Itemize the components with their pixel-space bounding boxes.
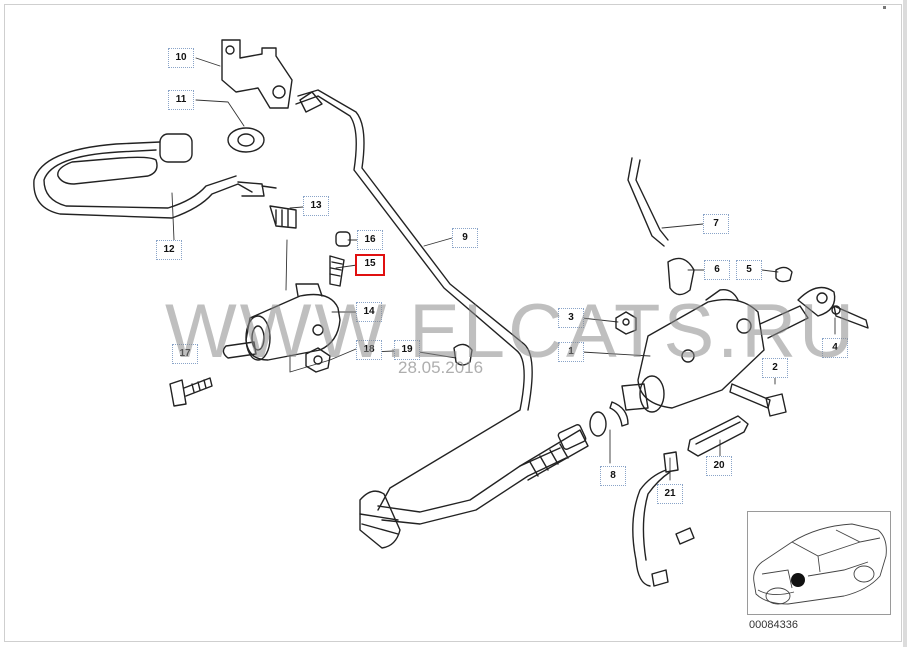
part-11-grommet <box>227 127 265 153</box>
callout-20[interactable]: 20 <box>706 456 732 476</box>
callout-15-highlighted[interactable]: 15 <box>355 254 385 276</box>
car-outline-icon <box>753 523 887 605</box>
diagram-id: 00084336 <box>749 619 798 631</box>
corner-marker <box>883 6 886 9</box>
scrollbar-edge <box>903 0 907 647</box>
callout-12[interactable]: 12 <box>156 240 182 260</box>
callout-14[interactable]: 14 <box>356 302 382 322</box>
callout-8[interactable]: 8 <box>600 466 626 486</box>
callout-17[interactable]: 17 <box>172 344 198 364</box>
location-dot-icon <box>791 573 805 587</box>
part-2-bolt <box>729 383 787 417</box>
part-10-bracket <box>221 39 293 109</box>
car-location-thumbnail <box>747 511 891 615</box>
part-5-clip <box>775 266 793 283</box>
part-12-hose-loop <box>33 133 277 219</box>
part-3-nut <box>615 311 637 335</box>
callout-18[interactable]: 18 <box>356 340 382 360</box>
callout-19[interactable]: 19 <box>394 340 420 360</box>
callout-2[interactable]: 2 <box>762 358 788 378</box>
part-8-clips <box>589 401 629 437</box>
callout-11[interactable]: 11 <box>168 90 194 110</box>
callout-3[interactable]: 3 <box>558 308 584 328</box>
part-14-slave-cylinder <box>222 283 341 361</box>
part-21-wiring <box>632 451 695 587</box>
part-1-master-cylinder <box>621 286 836 413</box>
callout-1[interactable]: 1 <box>558 342 584 362</box>
callout-6[interactable]: 6 <box>704 260 730 280</box>
part-18-nut <box>305 347 331 373</box>
part-16-cap <box>335 231 351 247</box>
callout-7[interactable]: 7 <box>703 214 729 234</box>
part-20-bracket <box>687 415 749 457</box>
part-19-grommet <box>453 343 473 366</box>
callout-4[interactable]: 4 <box>822 338 848 358</box>
part-6-cover <box>667 257 695 296</box>
leader-lines <box>171 57 836 481</box>
part-13-fitting <box>269 205 297 229</box>
callout-9[interactable]: 9 <box>452 228 478 248</box>
callout-10[interactable]: 10 <box>168 48 194 68</box>
callout-13[interactable]: 13 <box>303 196 329 216</box>
part-9-pipe <box>295 89 567 525</box>
watermark-text: WWW.ELCATS.RU <box>165 289 858 374</box>
watermark-date: 28.05.2016 <box>398 358 484 377</box>
part-4-pin <box>831 305 869 329</box>
part-7-hose <box>627 157 669 247</box>
callout-16[interactable]: 16 <box>357 230 383 250</box>
corrugated-hose <box>359 424 589 549</box>
part-15-bleed-screw <box>329 255 345 287</box>
diagram-border <box>4 4 902 642</box>
callout-5[interactable]: 5 <box>736 260 762 280</box>
callout-21[interactable]: 21 <box>657 484 683 504</box>
part-17-bolt <box>169 377 213 407</box>
